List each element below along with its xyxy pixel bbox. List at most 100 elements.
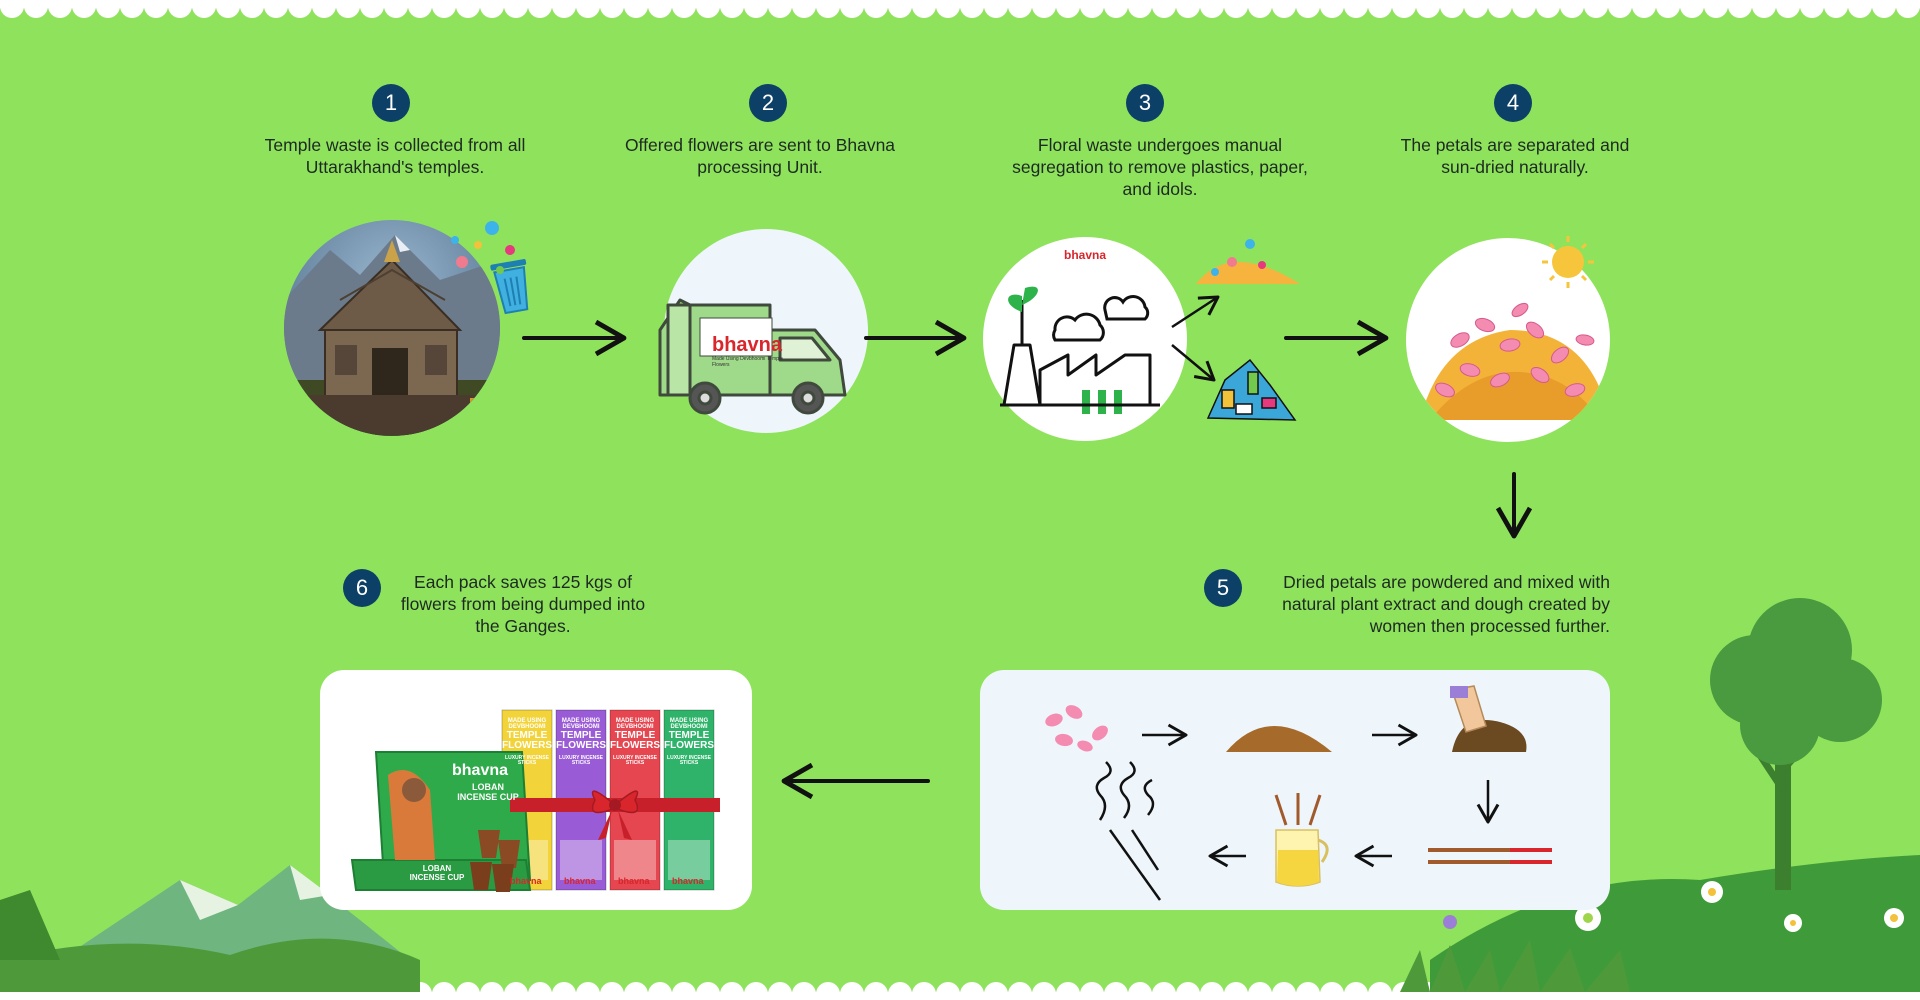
scallop-top — [1128, 0, 1152, 18]
scallop-top — [1272, 0, 1296, 18]
scallop-top — [768, 0, 792, 18]
stick-box-sub: LUXURY INCENSE STICKS — [559, 754, 603, 766]
scallop-top — [1488, 0, 1512, 18]
scallop-bottom — [936, 982, 960, 1000]
cup-box-lower-title-1: LOBAN — [422, 864, 452, 873]
scallop-top — [120, 0, 144, 18]
step-6-line-1: Each pack saves 125 kgs of — [414, 572, 632, 592]
cup-box-title-2: INCENSE CUP — [457, 792, 519, 802]
scallop-top — [216, 0, 240, 18]
stick-box-line: MADE USING — [507, 718, 547, 724]
step-4-badge: 4 — [1494, 84, 1532, 122]
stick-box-brand: bhavna — [618, 876, 650, 886]
scallop-top — [1464, 0, 1488, 18]
step-6-line-2: flowers from being dumped into — [400, 594, 646, 614]
cup-box-lower-title-2: INCENSE CUP — [409, 873, 465, 882]
scallop-top — [1824, 0, 1848, 18]
scallop-top — [1392, 0, 1416, 18]
scallop-top — [744, 0, 768, 18]
step-5-number: 5 — [1216, 575, 1230, 600]
scallop-top — [1776, 0, 1800, 18]
stick-box-line: MADE USING — [669, 718, 709, 724]
scallop-top — [0, 0, 24, 18]
step-3-badge: 3 — [1126, 84, 1164, 122]
cup-box — [350, 751, 532, 892]
stick-box-line: FLOWERS — [556, 740, 606, 752]
scallop-top — [792, 0, 816, 18]
step-5-line-3: women then processed further. — [1369, 616, 1610, 636]
step-4-line-1: The petals are separated and — [1400, 135, 1630, 155]
stick-box-sub: LUXURY INCENSE STICKS — [505, 754, 549, 766]
stick-box-line: MADE USING — [615, 718, 655, 724]
scallop-top — [1344, 0, 1368, 18]
step-2-line-1: Offered flowers are sent to Bhavna — [624, 135, 896, 155]
step-4-number: 4 — [1506, 90, 1520, 115]
scallop-bottom — [648, 982, 672, 1000]
cup-box-title-1: LOBAN — [472, 782, 504, 792]
flowers-pile-icon — [1196, 239, 1300, 284]
scallop-top — [264, 0, 288, 18]
scallop-bottom — [864, 982, 888, 1000]
scallop-top — [1680, 0, 1704, 18]
cloud-icon — [1052, 312, 1105, 342]
flower-burst-icon — [451, 221, 515, 274]
scallop-top — [1200, 0, 1224, 18]
stick-box-line: TEMPLE — [668, 729, 710, 741]
step-1-badge: 1 — [372, 84, 410, 122]
scallop-top — [1080, 0, 1104, 18]
truck-brand-tagline: Made Using Devbhoomi Temple Flowers — [712, 356, 786, 368]
sun-icon — [1542, 236, 1594, 288]
daisy-icon — [1443, 881, 1904, 932]
stick-box-sub: LUXURY INCENSE STICKS — [613, 754, 657, 766]
step-3-number: 3 — [1138, 90, 1152, 115]
cup-box-brand: bhavna — [452, 762, 508, 780]
scallop-top — [576, 0, 600, 18]
scallop-top — [1512, 0, 1536, 18]
scallop-top — [1752, 0, 1776, 18]
scallop-top — [840, 0, 864, 18]
scallop-top — [984, 0, 1008, 18]
scallop-top — [888, 0, 912, 18]
petals-icon — [1435, 302, 1595, 398]
scallop-bottom — [1200, 982, 1224, 1000]
scallop-top — [816, 0, 840, 18]
scallop-top — [600, 0, 624, 18]
stick-box-sub: LUXURY INCENSE STICKS — [667, 754, 711, 766]
scallop-top — [384, 0, 408, 18]
scallop-top — [192, 0, 216, 18]
scallop-top — [1176, 0, 1200, 18]
step-3-text: Floral waste undergoes manual segregatio… — [985, 134, 1335, 200]
scallop-top — [1296, 0, 1320, 18]
scallop-top — [336, 0, 360, 18]
step-2-illustration — [658, 229, 868, 433]
burning-incense-icon — [1095, 761, 1162, 901]
ribbon-bow-icon — [510, 790, 720, 840]
scallop-top — [912, 0, 936, 18]
scallop-bottom — [1296, 982, 1320, 1000]
scallop-top — [720, 0, 744, 18]
cup-box-lower-title: LOBAN INCENSE CUP — [392, 864, 482, 882]
oil-jar-icon — [1274, 793, 1329, 887]
step-6-card — [320, 670, 752, 910]
scallop-top — [1872, 0, 1896, 18]
scallop-top — [1536, 0, 1560, 18]
scallop-top — [456, 0, 480, 18]
scallop-bottom — [1056, 982, 1080, 1000]
scallop-bottom — [888, 982, 912, 1000]
scallop-bottom — [576, 982, 600, 1000]
scallop-bottom — [792, 982, 816, 1000]
scallop-top — [24, 0, 48, 18]
stick-box-line: TEMPLE — [614, 729, 656, 741]
mountain-icon — [60, 865, 410, 960]
cloud-icon-2 — [1103, 295, 1150, 321]
scallop-bottom — [696, 982, 720, 1000]
truck-brand-logo: bhavna — [712, 334, 782, 357]
scallop-bottom — [480, 982, 504, 1000]
factory-brand-name: bhavna — [1064, 248, 1107, 262]
step-1-text: Temple waste is collected from all Uttar… — [230, 134, 560, 178]
